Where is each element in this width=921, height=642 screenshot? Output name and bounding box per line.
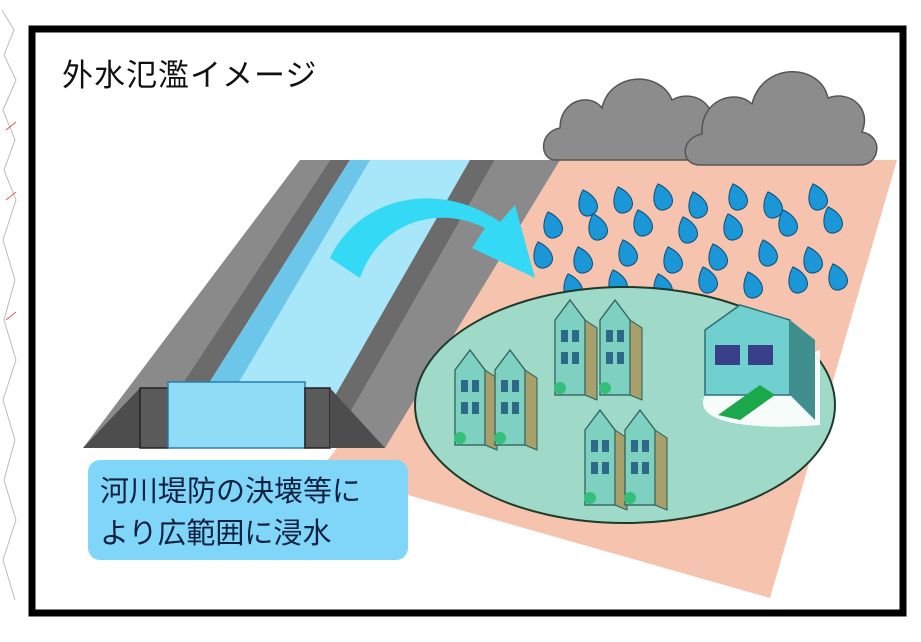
house-icon (624, 409, 668, 511)
raindrop-icon (678, 216, 698, 244)
rain-group (533, 183, 848, 301)
left-levee-outer (83, 160, 330, 448)
levee-section-left-block (139, 387, 169, 449)
raindrop-icon (823, 206, 843, 234)
raindrop-icon (803, 246, 823, 274)
levee-section-left (83, 388, 140, 448)
raindrop-icon (618, 239, 638, 267)
raindrop-icon (653, 183, 673, 211)
raindrop-icon (588, 213, 608, 241)
callout-line-1: 河川堤防の決壊等に (100, 474, 362, 508)
callout-line-2: より広範囲に浸水 (100, 516, 332, 550)
raindrop-icon (708, 243, 728, 271)
house-icon (494, 349, 538, 451)
levee-section-right-block (304, 387, 331, 449)
raindrop-icon (828, 263, 848, 291)
levee-section-right (330, 388, 385, 448)
raindrop-icon (728, 183, 748, 211)
raindrop-icon (723, 213, 743, 241)
raindrop-icon (613, 186, 633, 214)
river-water (168, 160, 470, 448)
raindrop-icon (633, 209, 653, 237)
figure-title: 外水氾濫イメージ (62, 58, 318, 94)
cutaway-house-icon (702, 304, 820, 427)
cloud-icon (684, 71, 878, 166)
raindrop-icon (788, 266, 808, 294)
river-water-shade (168, 160, 370, 448)
margin-sketch (1, 9, 17, 601)
house-icon (454, 349, 498, 451)
raindrop-icon (763, 191, 783, 219)
raindrop-icon (578, 189, 598, 217)
overflow-arrow-icon (330, 198, 535, 278)
house-icon (554, 299, 598, 401)
raindrop-icon (743, 271, 763, 299)
raindrop-icon (758, 239, 778, 267)
left-levee-top (140, 160, 350, 448)
house-icon (584, 409, 628, 511)
raindrop-icon (663, 246, 683, 274)
callout-box (88, 460, 408, 560)
raindrop-icon (533, 241, 553, 269)
raindrop-icon (698, 266, 718, 294)
raindrop-icon (808, 183, 828, 211)
raindrop-icon (778, 209, 798, 237)
river-section (167, 381, 306, 449)
houses-group (454, 299, 668, 511)
raindrop-icon (688, 191, 708, 219)
right-levee-top (305, 160, 495, 448)
raindrop-icon (573, 246, 593, 274)
raindrop-icon (543, 211, 563, 239)
house-icon (599, 299, 643, 401)
